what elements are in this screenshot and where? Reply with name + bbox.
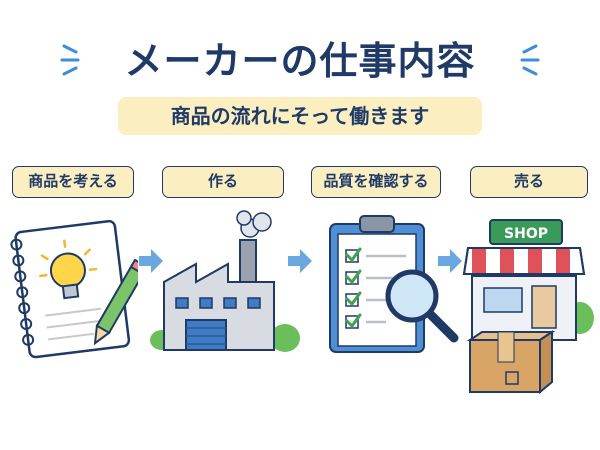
step-label-make: 作る xyxy=(162,166,284,198)
step-label-sell: 売る xyxy=(470,166,588,198)
lightbulb-icon xyxy=(39,239,98,300)
pencil-icon xyxy=(93,258,138,346)
magnifier-icon xyxy=(385,269,459,343)
step-label-check: 品質を確認する xyxy=(311,166,441,198)
sparkle-left-icon xyxy=(60,44,80,76)
notebook-idea-icon xyxy=(10,219,138,359)
sparkle-right-icon xyxy=(520,44,540,76)
shop-icon xyxy=(462,219,594,395)
page-title: メーカーの仕事内容 xyxy=(124,39,476,83)
arrow-right-icon xyxy=(438,249,462,273)
clipboard-checklist-icon xyxy=(329,215,459,353)
arrow-right-icon xyxy=(288,249,312,273)
factory-icon xyxy=(150,210,300,352)
step-label-think: 商品を考える xyxy=(12,166,134,198)
cardboard-box-icon xyxy=(466,330,556,395)
check-icon xyxy=(345,247,362,329)
subtitle-banner: 商品の流れにそって働きます xyxy=(118,97,482,135)
arrow-right-icon xyxy=(139,249,163,273)
shop-sign-label: SHOP xyxy=(504,226,548,242)
